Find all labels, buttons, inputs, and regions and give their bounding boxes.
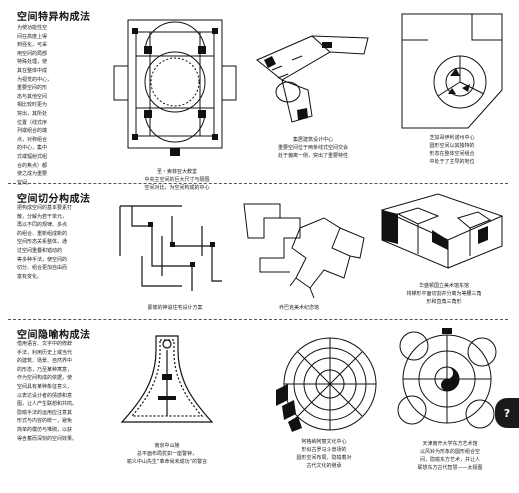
- body-line: 图，让人产生联想和共鸣。: [17, 401, 78, 408]
- oracle-house-plan: [112, 196, 232, 296]
- caption-1-1: 圣・索菲亚大教堂 中央主空间的巨大尺寸与隔围 空间对比，为空间构成的中心: [144, 169, 210, 191]
- body-line: 空间。: [17, 179, 33, 186]
- body-line: 到强化，可采: [17, 42, 48, 49]
- body-line: 富有变化。: [17, 273, 43, 280]
- body-line: 以表达设计者的情感和意: [17, 392, 73, 399]
- caption-1-2: 集居建筑设计中心 重要空间位于两条线式空间交会 处于偏离一侧，突出了重要特性: [277, 137, 348, 159]
- caption-3-3: 天津南开大学东方艺术馆 以风铃为形象的圆形组合空 间，隐喻东方艺术，并让人 联想…: [417, 441, 483, 471]
- body-line: 相比较时更为: [17, 102, 48, 109]
- body-line: 作为空间构成的依据，使: [17, 375, 73, 382]
- art-museum-plan: [392, 328, 502, 434]
- body-line: 形式与内容的统一，避免: [17, 418, 73, 425]
- body-line: 借用语言、文字中的修辞: [17, 341, 73, 347]
- body-line: 把构成空间的基本要素打: [17, 205, 73, 211]
- caption-1-3: 芝加哥伊利诺州中心 圆形空间以其独特的 形态在整体空间组合 中处于了主导的地位: [429, 135, 475, 165]
- cultural-center-plan: [276, 330, 380, 432]
- east-wing-axonometric: [378, 190, 508, 276]
- section-heading-3: 空间隐喻构成法: [17, 330, 91, 341]
- body-line: 点，对称组合: [17, 136, 48, 143]
- body-line: 隐喻手法的运用应注意其: [17, 409, 73, 416]
- body-line: 其在整体中成: [17, 67, 48, 74]
- section-body-1: 为使功能性空 间在高度上得 到强化，可采 用空间的局部 特殊处理，使 其在整体中…: [17, 24, 107, 187]
- body-line: 使之成为重要: [17, 171, 48, 178]
- body-line: 的组合、重新组成新的: [17, 230, 68, 237]
- section-body-3: 借用语言、文字中的修辞 手法，利用历史上或当代 的建筑、场景、自然界中 的形态，…: [17, 340, 109, 443]
- section-divider: [8, 319, 508, 320]
- section-heading-2: 空间切分构成法: [17, 194, 91, 205]
- illinois-center-plan: [398, 10, 506, 132]
- body-line: 空间形态关系整体，通: [17, 239, 68, 246]
- section-heading-1: 空间特异构成法: [17, 12, 91, 23]
- body-line: 再以不同的规律、多点: [17, 222, 68, 229]
- section-divider: [8, 183, 508, 184]
- body-line: 手法，利用历史上或当代: [17, 349, 73, 356]
- body-line: 合的焦点）都: [17, 162, 48, 169]
- body-line: 式或辐射式组: [17, 153, 48, 160]
- body-line: 位置（线式序: [17, 119, 48, 126]
- body-line: 的建筑、场景、自然界中: [17, 358, 73, 365]
- body-line: 特殊处理，使: [17, 59, 48, 66]
- hagia-sophia-plan: [110, 12, 240, 156]
- body-line: 态与其他空间: [17, 93, 48, 100]
- section-body-2: 把构成空间的基本要素打 散，分解为若干单元， 再以不同的规律、多点 的组合、重新…: [17, 204, 119, 281]
- body-line: 简单的模仿与堆砌，以获: [17, 426, 73, 433]
- body-line: 列或组合的端: [17, 128, 48, 135]
- body-line: 突出，其所处: [17, 110, 48, 117]
- memorial-plan: [240, 198, 370, 300]
- body-line: 间在高度上得: [17, 33, 48, 40]
- body-line: 为视觉的中心，: [17, 76, 53, 83]
- body-line: 得含蓄而深刻的空间效果。: [17, 435, 78, 442]
- body-line: 的形态，乃至某种寓意，: [17, 366, 73, 373]
- caption-2-3: 华盛顿国立美术馆东馆 将梯形平面切割并分离为等腰三角 形和直角三角形: [406, 283, 482, 305]
- body-line: 的中心，集中: [17, 145, 48, 152]
- body-line: 用空间的局部: [17, 50, 48, 57]
- page-tab: ?: [495, 398, 519, 428]
- caption-3-2: 阿格纳阿丽文化中心 形似古罗马斗兽场的 圆形空间布局，隐喻着对 古代文化的继承: [296, 439, 352, 469]
- body-line: 为使功能性空: [17, 25, 48, 31]
- caption-2-1: 蒙彼的神谕住宅设计方案: [147, 305, 203, 311]
- body-line: 切分、组合更加自由而: [17, 265, 68, 272]
- body-line: 散，分解为若干单元，: [17, 213, 68, 220]
- housing-center-plan: [252, 30, 372, 130]
- mausoleum-bell-plan: [112, 330, 222, 430]
- caption-3-1: 南京中山陵 总平面布局犹如一座警钟， 喻义中山先生“革命尚未成功”的警言: [126, 443, 208, 465]
- body-line: 重要空间的形: [17, 85, 48, 92]
- caption-2-2: 乔巴克美术纪念馆: [278, 305, 319, 311]
- body-line: 等多种手法，使空间的: [17, 256, 68, 263]
- body-line: 过空间重叠和错动的: [17, 247, 63, 254]
- body-line: 空间具有某种象征意义，: [17, 383, 73, 390]
